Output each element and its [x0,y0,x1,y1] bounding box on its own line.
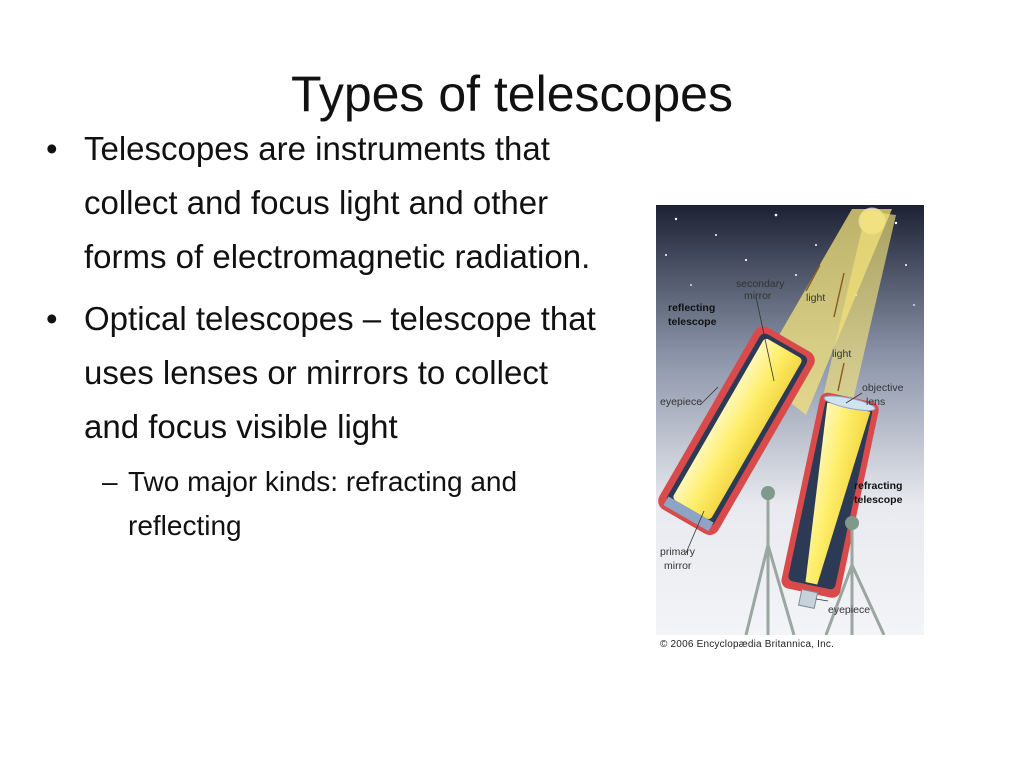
label-primary-1: primary [660,546,696,558]
bullet-text: Telescopes are instruments that collect … [84,130,591,275]
telescope-illustration: secondary mirror light reflecting telesc… [656,205,924,636]
bullet-item: • Optical telescopes – telescope that us… [44,292,604,454]
objective-lens [823,395,876,412]
refracting-telescope [781,392,886,636]
label-leader-lines [685,296,863,602]
reflecting-telescope [658,326,815,636]
figure-caption: © 2006 Encyclopædia Britannica, Inc. [660,639,835,650]
primary-mirror [663,496,714,532]
sub-bullet-item: – Two major kinds: refracting and reflec… [44,460,604,548]
stars [665,213,915,306]
bullet-item: • Telescopes are instruments that collec… [44,122,604,284]
reflecting-mount [744,495,796,636]
slide-title: Types of telescopes [291,66,733,122]
label-light-mid: light [832,348,851,360]
sub-bullet-marker: – [102,466,118,497]
label-primary-2: mirror [664,560,692,572]
refracting-mount [824,525,886,636]
label-refracting-2: telescope [854,494,903,506]
label-eyepiece-bottom: eyepiece [828,604,870,616]
label-eyepiece-left: eyepiece [660,396,702,408]
label-secondary-mirror-2: mirror [744,290,772,302]
label-objective-1: objective [862,382,904,394]
refracting-eyepiece [797,588,819,609]
slide-body: • Telescopes are instruments that collec… [44,122,604,548]
bullet-marker: • [46,300,58,337]
light-arrows [805,264,845,392]
bullet-marker: • [46,130,58,167]
bullet-text: Optical telescopes – telescope that uses… [84,300,596,445]
label-objective-2: lens [866,396,885,408]
label-reflecting-1: reflecting [668,302,715,314]
label-secondary-mirror-1: secondary [736,278,785,290]
label-refracting-1: refracting [854,480,902,492]
label-light-top: light [806,292,825,304]
sub-bullet-text: Two major kinds: refracting and reflecti… [128,466,518,541]
telescope-diagram-svg: secondary mirror light reflecting telesc… [656,205,924,636]
label-reflecting-2: telescope [668,316,717,328]
refracting-light-path [805,402,871,585]
light-beam-refracting [822,211,896,405]
reflecting-light-path [673,338,802,520]
reflecting-mount-joint [761,486,775,500]
refracting-mount-joint [845,516,859,530]
